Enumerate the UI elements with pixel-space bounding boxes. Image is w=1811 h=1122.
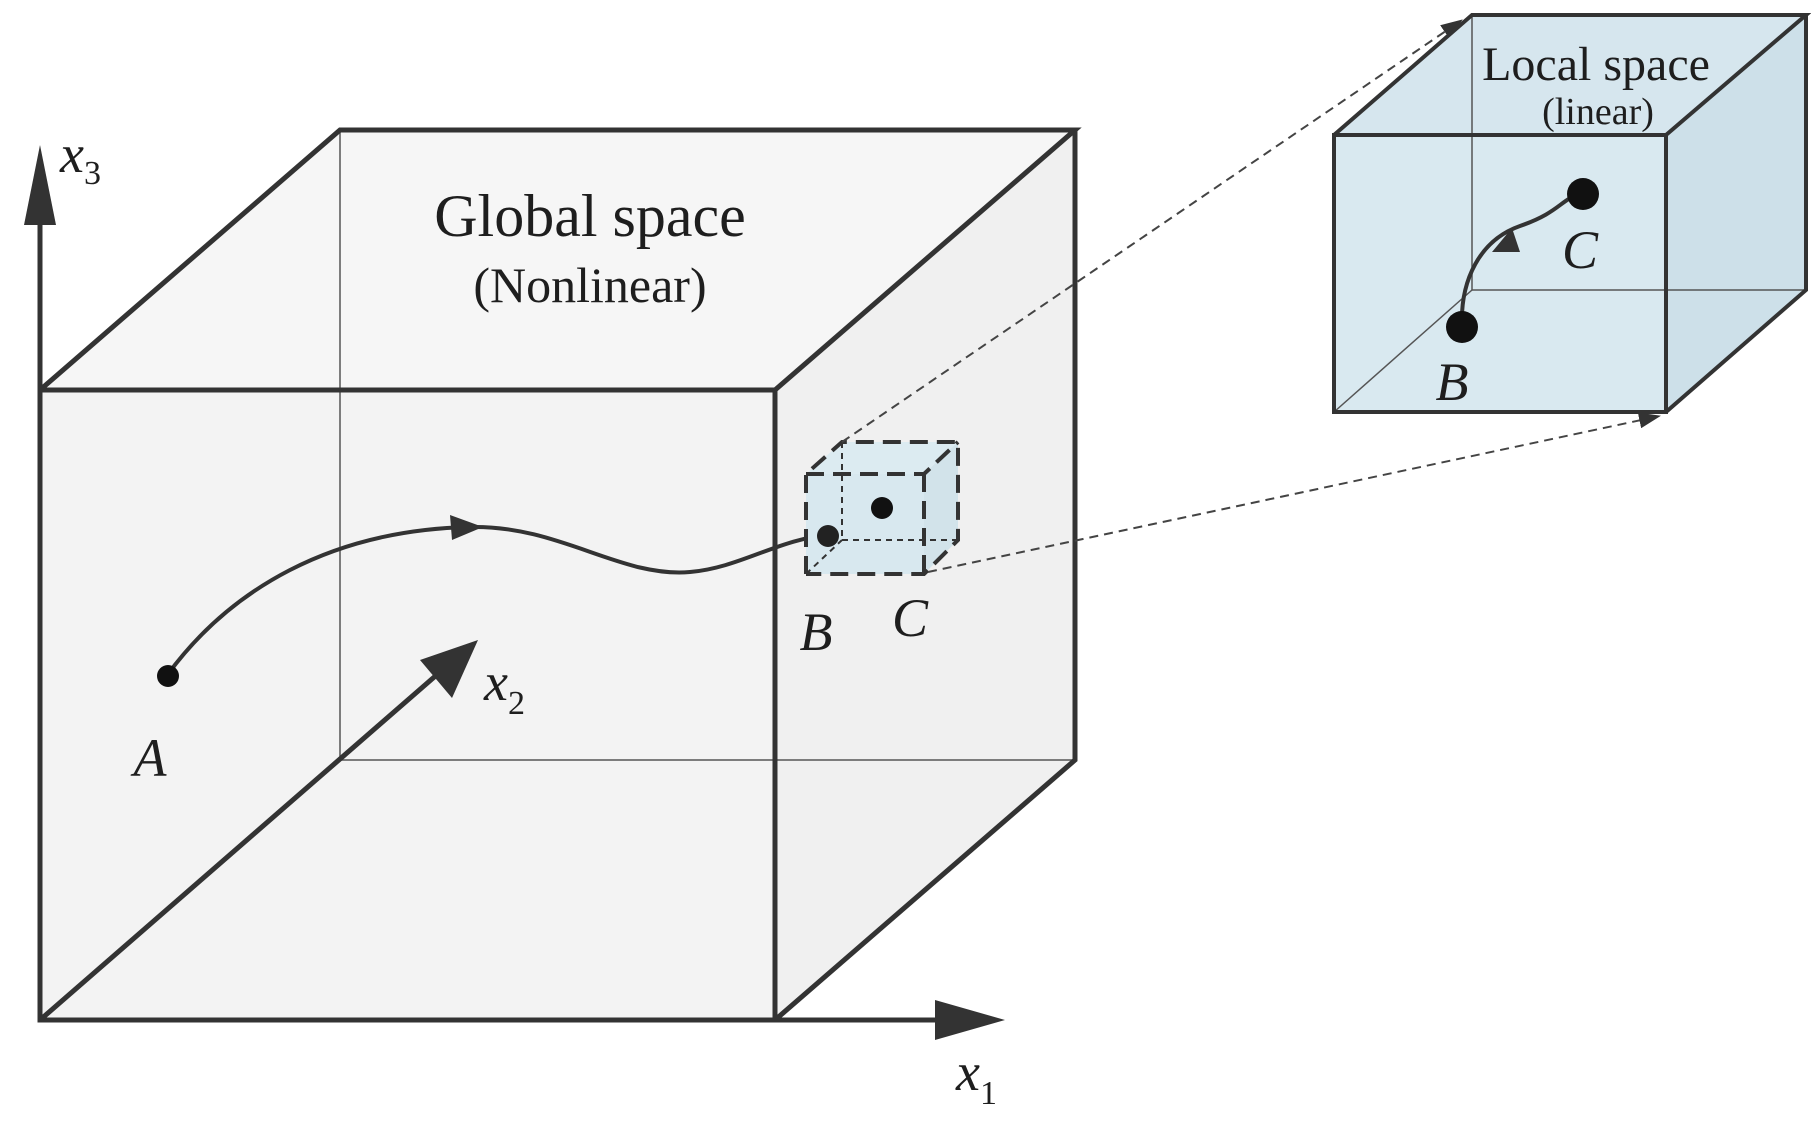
- local-point-b-label: B: [1436, 352, 1469, 412]
- local-trajectory-b-to-c: [1459, 192, 1581, 328]
- x3-axis-arrowhead: [24, 145, 56, 225]
- point-a-label: A: [131, 728, 168, 788]
- local-point-c-marker: [1567, 178, 1599, 210]
- point-b-label: B: [800, 602, 833, 662]
- x3-axis-label-base: x: [59, 124, 84, 184]
- coordinate-axes: [24, 145, 1005, 1040]
- x2-axis-label-base: x: [483, 652, 508, 712]
- x2-axis-label-subscript: 2: [508, 685, 525, 722]
- global-space-subtitle: (Nonlinear): [473, 257, 706, 313]
- point-c-label: C: [892, 588, 929, 648]
- x2-axis-arrowhead: [420, 640, 478, 698]
- x3-axis-label-subscript: 3: [84, 155, 101, 192]
- point-c-marker: [871, 497, 893, 519]
- x1-axis-arrowhead: [935, 1000, 1005, 1040]
- global-cube-top-face: [40, 130, 1075, 390]
- x2-axis-label: x2: [483, 652, 525, 722]
- x1-axis-label-base: x: [955, 1042, 980, 1102]
- point-a-marker: [157, 665, 179, 687]
- x1-axis-label-subscript: 1: [980, 1075, 997, 1112]
- projection-lines: [841, 19, 1661, 573]
- local-region-small-cube: [804, 440, 960, 576]
- point-b-marker: [817, 525, 839, 547]
- global-space-title: Global space: [434, 183, 746, 249]
- local-point-b-marker: [1446, 311, 1478, 343]
- local-point-c-label: C: [1562, 220, 1599, 280]
- x3-axis-label: x3: [59, 124, 101, 192]
- local-trajectory-arrow: [1492, 228, 1520, 252]
- trajectory-direction-arrow: [450, 515, 483, 540]
- trajectory-a-to-b: [166, 515, 831, 676]
- x1-axis-label: x1: [955, 1042, 997, 1112]
- local-space-cube: [1332, 13, 1811, 414]
- local-space-subtitle: (linear): [1542, 91, 1654, 133]
- local-space-title: Local space: [1482, 38, 1710, 91]
- x2-axis-line: [38, 670, 442, 1022]
